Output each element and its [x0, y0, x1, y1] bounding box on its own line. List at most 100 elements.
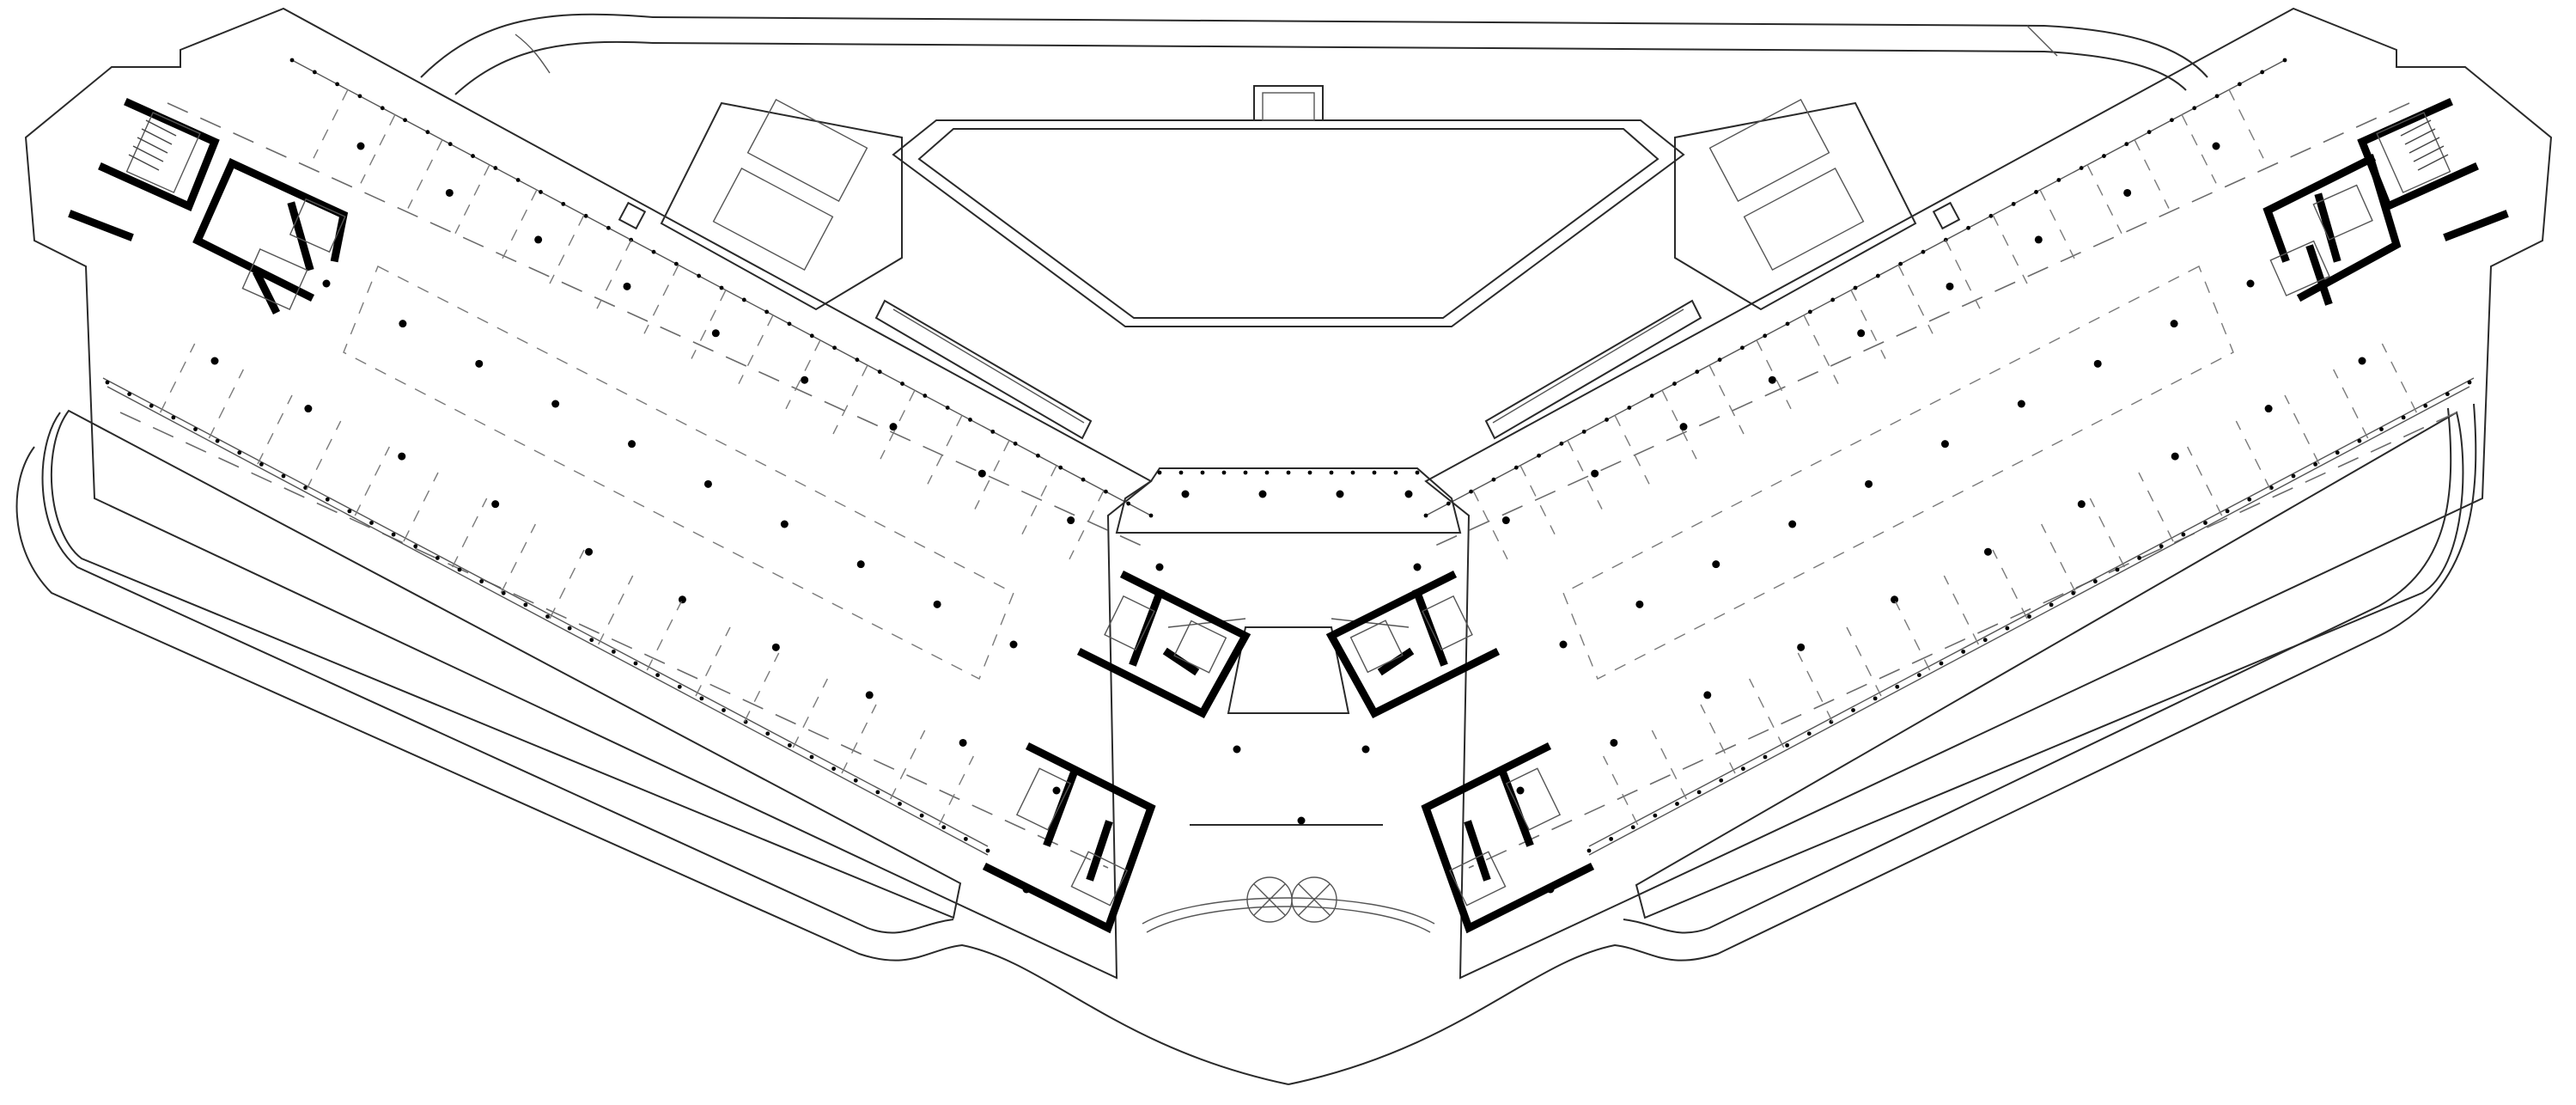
- bay-lines: [160, 89, 2417, 826]
- facade-mullions: [105, 58, 2472, 853]
- mullion: [875, 790, 880, 795]
- mullion: [1329, 470, 1334, 475]
- mullion: [171, 415, 176, 420]
- mullion: [2225, 509, 2230, 514]
- left-core: [192, 158, 349, 315]
- mullion: [413, 544, 418, 549]
- right-facade-south-2: [1588, 386, 2470, 856]
- court-outline-inner: [917, 128, 1659, 319]
- bay-line: [2086, 164, 2122, 234]
- mullion: [1537, 453, 1541, 458]
- mullion: [1763, 333, 1768, 339]
- bay-line: [1895, 601, 1931, 671]
- mullion: [2115, 567, 2120, 572]
- mullion: [1939, 661, 1944, 666]
- mullion: [900, 382, 904, 386]
- mullion: [673, 261, 679, 266]
- column: [977, 469, 986, 478]
- right-pavilion: [1674, 98, 1917, 311]
- bay-line: [1069, 490, 1105, 560]
- bay-line: [598, 575, 634, 645]
- column: [399, 320, 407, 328]
- mullion: [1393, 470, 1398, 475]
- mullion: [722, 708, 726, 712]
- mullion: [2214, 94, 2220, 99]
- column: [678, 595, 686, 604]
- north-drive-edge: [515, 25, 2058, 74]
- bay-line: [2181, 114, 2217, 184]
- mullion: [1103, 489, 1108, 494]
- site-boundary-left-inner: [41, 412, 954, 934]
- bay-line: [1708, 364, 1745, 435]
- bay-line: [452, 498, 488, 568]
- mullion: [1630, 825, 1635, 830]
- mullion: [787, 321, 792, 327]
- bay-line: [454, 164, 490, 234]
- mullion: [764, 309, 770, 314]
- mullion: [457, 567, 462, 572]
- mullion: [1423, 513, 1428, 518]
- column: [534, 235, 543, 244]
- bay-line: [927, 415, 963, 485]
- garden-bed-right: [1635, 411, 2464, 919]
- mullion: [1717, 357, 1722, 363]
- garden-bed-left: [50, 409, 962, 919]
- column: [780, 520, 789, 528]
- central-lobby: [982, 467, 1595, 934]
- bay-line: [738, 314, 774, 384]
- mullion: [1148, 513, 1154, 518]
- mullion: [2467, 380, 2472, 385]
- lobby-outer: [1167, 618, 1410, 628]
- column: [2212, 142, 2220, 150]
- right-stair-tower: [2357, 98, 2509, 241]
- site-boundary-right: [1288, 403, 2477, 1085]
- bay-line: [306, 420, 342, 491]
- mullion: [1961, 649, 1966, 654]
- mullion: [2137, 555, 2142, 560]
- bay-line: [1897, 265, 1934, 334]
- column: [1067, 516, 1075, 525]
- column: [1983, 547, 1992, 556]
- mullion: [741, 297, 746, 302]
- mullion: [281, 473, 286, 479]
- column: [356, 142, 365, 150]
- mullion: [1264, 470, 1270, 475]
- court-outline-outer: [892, 119, 1685, 327]
- column: [865, 691, 874, 699]
- column: [475, 359, 484, 368]
- left-interior-zone: [343, 266, 1014, 680]
- column: [1797, 643, 1806, 651]
- mullion: [2192, 106, 2197, 111]
- structural-columns: [210, 142, 2366, 894]
- bay-line: [2134, 139, 2170, 209]
- right-wing-outline: [1424, 7, 2553, 980]
- column: [2170, 320, 2178, 328]
- south-core-west: [982, 742, 1156, 934]
- mullion: [633, 661, 638, 666]
- left-entry-hatch: [618, 201, 647, 230]
- column: [210, 357, 219, 365]
- site-boundary-right-inner: [1623, 407, 2452, 934]
- mullion: [1446, 501, 1451, 506]
- bay-line: [2228, 89, 2264, 159]
- lobby-atrium: [1227, 626, 1350, 714]
- column: [1788, 520, 1797, 528]
- column: [1703, 691, 1712, 699]
- column: [2077, 500, 2086, 509]
- mullion: [651, 249, 656, 254]
- mullion: [2445, 392, 2450, 397]
- mullion: [941, 825, 947, 830]
- mullion: [809, 333, 814, 339]
- mullion: [493, 166, 498, 170]
- column: [304, 405, 313, 413]
- bay-line: [2187, 446, 2223, 516]
- left-corridor-line-1: [167, 102, 1152, 551]
- mullion: [1469, 489, 1474, 494]
- stair-treads-left: [128, 119, 177, 171]
- mullion: [1491, 477, 1496, 482]
- mullion: [1586, 848, 1592, 853]
- mullion: [589, 638, 594, 643]
- mullion: [1895, 684, 1900, 689]
- lobby-outline: [1115, 467, 1462, 534]
